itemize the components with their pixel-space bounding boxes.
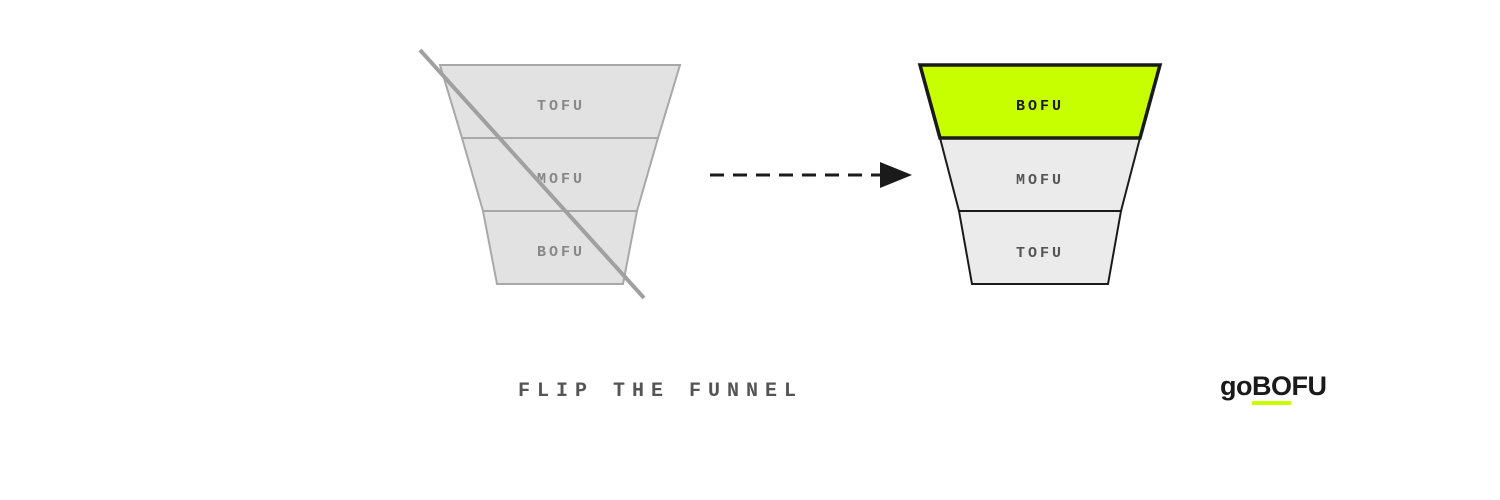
old-funnel-label-middle: MOFU [537,171,585,188]
old-funnel-tier-bottom [481,210,639,285]
old-funnel-label-top: TOFU [537,98,585,115]
gobofu-logo: goBOFU [1220,371,1327,405]
old-funnel-label-bottom: BOFU [537,244,585,261]
logo-prefix: go [1220,371,1253,401]
new-funnel: BOFU MOFU TOFU [917,63,1163,285]
flip-arrow [710,162,912,188]
new-funnel-label-bottom: TOFU [1016,245,1064,262]
caption-flip-the-funnel: FLIP THE FUNNEL [518,380,804,403]
arrow-head-icon [880,162,912,188]
new-funnel-tier-top-highlighted [917,63,1163,140]
strikethrough-line [418,48,646,300]
new-funnel-label-middle: MOFU [1016,172,1064,189]
logo-brand: BOFU [1252,371,1327,405]
new-funnel-tier-bottom [957,210,1123,285]
new-funnel-label-top: BOFU [1016,98,1064,115]
old-funnel: TOFU MOFU BOFU [418,48,682,300]
